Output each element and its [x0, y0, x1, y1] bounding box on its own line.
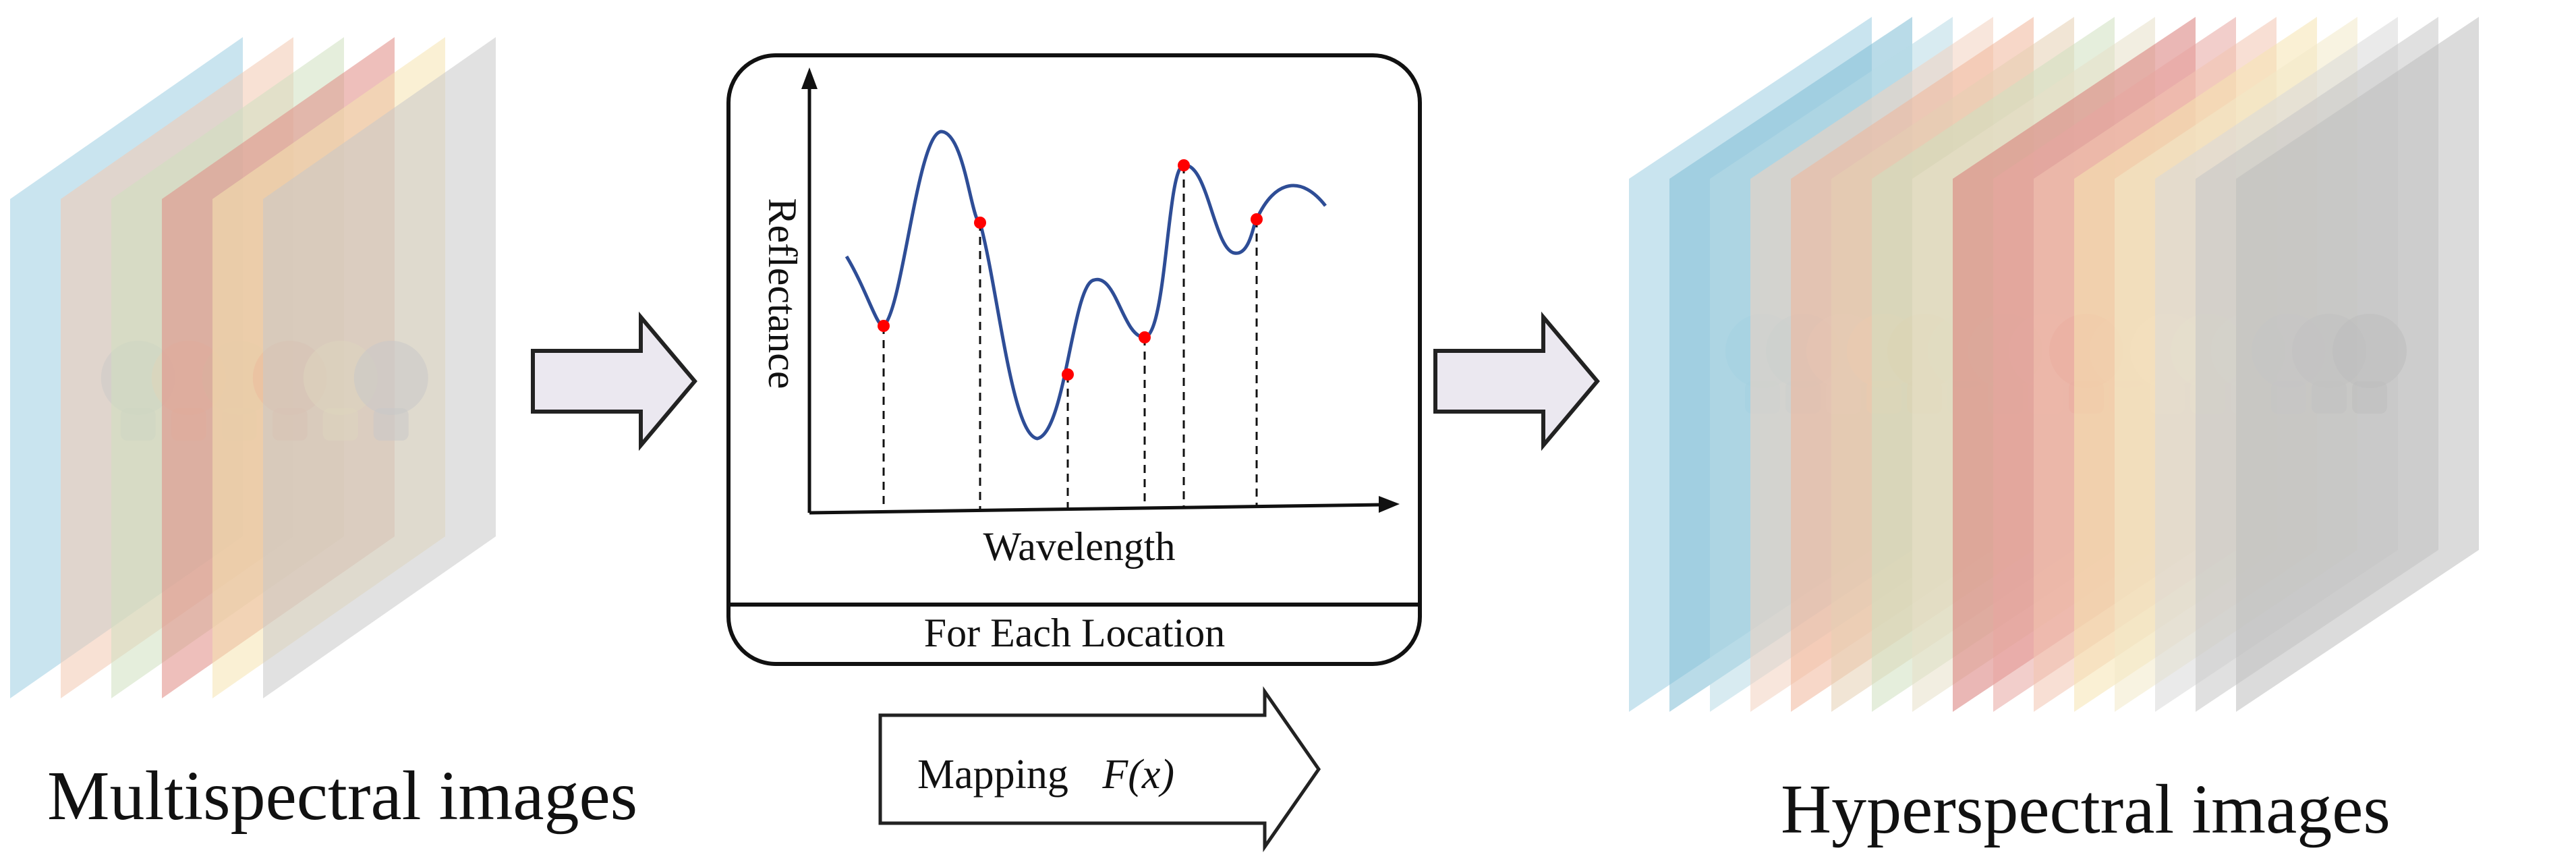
- lightbulb-icon: [353, 341, 428, 441]
- y-axis-label: Reflectance: [760, 198, 805, 389]
- sample-point: [974, 217, 986, 229]
- multispectral-image-stack: [10, 37, 496, 698]
- sample-point: [1178, 159, 1190, 171]
- mapping-label: Mapping F(x): [917, 752, 1174, 798]
- sample-points: [878, 159, 1263, 511]
- right-arrow-icon: [531, 311, 697, 451]
- sample-point: [878, 320, 890, 332]
- x-axis-arrowhead-icon: [1379, 496, 1400, 513]
- right-arrow-icon: [1433, 311, 1600, 451]
- mapping-word: Mapping: [917, 752, 1068, 798]
- spectral-plot-panel: Reflectance Wavelength For Each Location: [726, 53, 1422, 666]
- reflectance-curve: [845, 130, 1327, 441]
- mapping-function: F(x): [1101, 752, 1174, 798]
- x-axis: [809, 503, 1383, 515]
- y-axis-arrowhead-icon: [801, 67, 818, 89]
- sample-point: [1139, 331, 1151, 343]
- multispectral-caption: Multispectral images: [47, 757, 638, 835]
- lightbulb-icon: [2332, 314, 2407, 414]
- sample-point: [1062, 368, 1074, 381]
- sample-point: [1251, 213, 1263, 225]
- x-axis-label: Wavelength: [983, 524, 1175, 569]
- panel-footer-label: For Each Location: [924, 611, 1226, 655]
- hyperspectral-image-stack: [1629, 17, 2479, 712]
- mapping-arrow: Mapping F(x): [878, 686, 1321, 852]
- hyperspectral-caption: Hyperspectral images: [1781, 771, 2391, 848]
